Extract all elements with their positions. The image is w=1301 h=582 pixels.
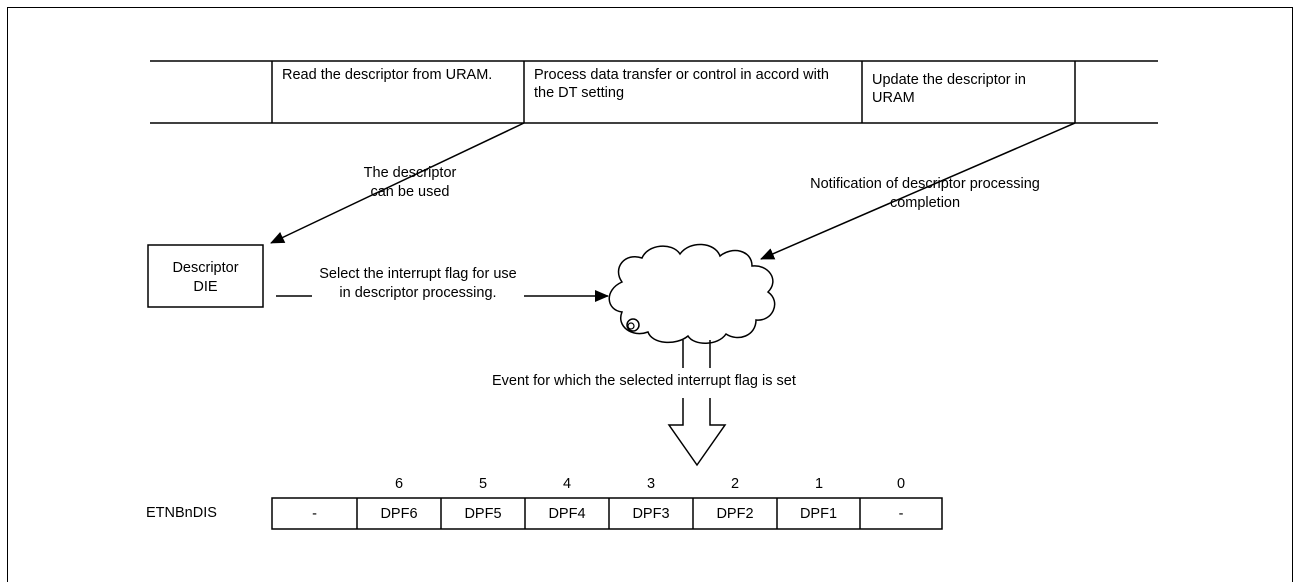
cloud-shape <box>608 243 776 344</box>
annotation-descriptor-usable: The descriptor can be used <box>363 165 457 200</box>
bit-number-5: 5 <box>478 476 488 492</box>
register-bit-7: - <box>312 505 317 522</box>
bit-number-4: 4 <box>562 476 572 492</box>
register-box <box>271 497 943 530</box>
bit-number-2: 2 <box>730 476 740 492</box>
timeline-step-update: Update the descriptor in URAM <box>872 72 1026 106</box>
bit-number-0: 0 <box>896 476 906 492</box>
register-name: ETNBnDIS <box>146 505 217 521</box>
bit-number-3: 3 <box>646 476 656 492</box>
descriptor-box <box>147 244 264 308</box>
descriptor-box-label: Descriptor DIE <box>148 259 263 297</box>
register-bit-4: DPF4 <box>548 505 586 522</box>
register-bit-5: DPF5 <box>464 505 502 522</box>
register-bit-2: DPF2 <box>716 505 754 522</box>
event-hollow-arrow <box>667 340 727 467</box>
register-bit-3: DPF3 <box>632 505 670 522</box>
register-bit-6: DPF6 <box>380 505 418 522</box>
bit-number-1: 1 <box>814 476 824 492</box>
cloud-bubble-small <box>627 322 635 330</box>
register-bit-0: - <box>898 505 904 522</box>
timeline-step-process: Process data transfer or control in acco… <box>534 67 829 101</box>
annotation-select-flag: Select the interrupt flag for use in des… <box>319 266 517 301</box>
register-bit-1: DPF1 <box>799 505 838 522</box>
annotation-notification: Notification of descriptor processing co… <box>810 176 1040 211</box>
diagram-frame <box>7 7 1293 582</box>
bit-number-6: 6 <box>394 476 404 492</box>
timeline-step-read: Read the descriptor from URAM. <box>282 67 493 83</box>
descriptor-box-line1: Descriptor <box>172 260 239 276</box>
annotation-event: Event for which the selected interrupt f… <box>492 373 796 389</box>
arrow-descriptor-usable <box>270 122 525 244</box>
arrow-notification <box>760 122 1076 260</box>
descriptor-box-line2: DIE <box>193 279 218 295</box>
